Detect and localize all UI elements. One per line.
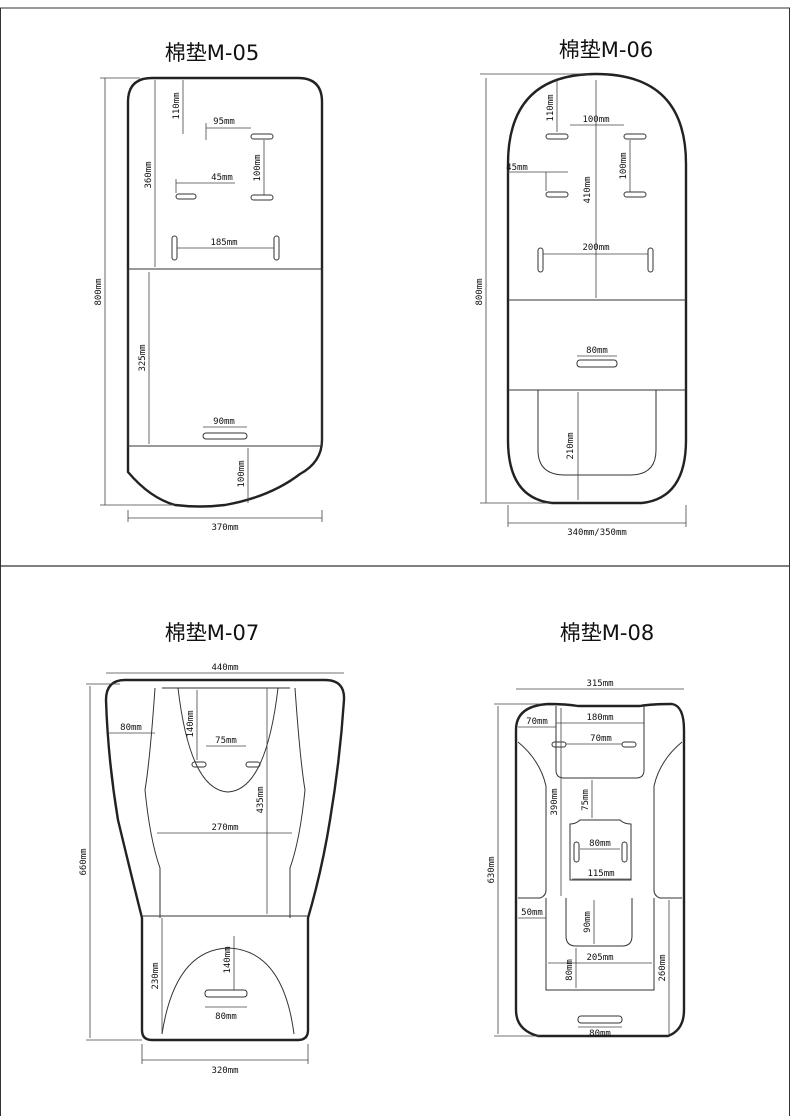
pad-m08-dim-205: 205mm [586, 953, 613, 963]
pad-m06-dim-100b: 100mm [619, 152, 629, 179]
pad-m08-dim-390: 390mm [550, 788, 560, 815]
pad-m06-dim-800: 800mm [475, 278, 485, 305]
pad-m07-dim-75: 75mm [215, 736, 237, 746]
pad-m08-slot [573, 841, 580, 863]
pad-m05-dim-360: 360mm [144, 161, 154, 188]
pad-m08-lower-frame [545, 898, 655, 991]
pad-m05-slot [250, 194, 274, 201]
pad-m06-dim-110: 110mm [546, 94, 556, 121]
pad-m05-dim-370: 370mm [211, 523, 238, 533]
pad-m07-dim-320: 320mm [211, 1066, 238, 1076]
pad-m08-title: 棉垫M-08 [560, 621, 654, 645]
pad-m05-slot [250, 133, 274, 140]
pad-m05-dim-100b: 100mm [237, 460, 247, 487]
pad-m08-slot [577, 1015, 623, 1024]
pad-m06-dim-80: 80mm [586, 346, 608, 356]
pad-m06-dim-45: 45mm [506, 163, 528, 173]
pad-m08-left-seam [517, 741, 547, 899]
pad-m05-slot [273, 235, 280, 261]
pad-m06-lower-pocket [537, 390, 657, 476]
pad-m07-dim-435: 435mm [256, 786, 266, 813]
pad-m05-dim-185: 185mm [210, 238, 237, 248]
pad-m07-dim-80: 80mm [120, 723, 142, 733]
pad-m07-dim-270: 270mm [211, 823, 238, 833]
pad-m05-slot [171, 235, 178, 261]
pad-m08-slot [621, 741, 637, 748]
pad-m06-slot [623, 191, 647, 198]
pad-m07-right-seam [289, 687, 306, 918]
pad-m07-slot [191, 761, 207, 768]
pad-m07-dim-80b: 80mm [215, 1012, 237, 1022]
pad-m08-dim-315: 315mm [586, 679, 613, 689]
pad-m06-slot [647, 247, 654, 273]
pad-m06: 棉垫M-06 800mm 110mm 100mm 410mm 45mm 100m… [475, 38, 688, 538]
pad-m08-dim-70b: 70mm [590, 734, 612, 744]
pad-m05-outline [126, 76, 324, 508]
pad-m07-title: 棉垫M-07 [165, 621, 259, 645]
pad-m07-dim-440: 440mm [211, 663, 238, 673]
pad-m08-outline [514, 702, 686, 1038]
pad-m05-middle-panel [127, 268, 323, 447]
pad-m05-title: 棉垫M-05 [165, 41, 259, 65]
pad-m06-title: 棉垫M-06 [559, 38, 653, 62]
pad-m08-dim-180: 180mm [586, 713, 613, 723]
pad-m07-outline [104, 678, 346, 1042]
pad-m08-dim-80b: 80mm [565, 959, 575, 981]
pad-m06-dim-410: 410mm [583, 176, 593, 203]
pad-m06-slot [545, 133, 569, 140]
pad-m07-dim-140a: 140mm [186, 710, 196, 737]
pad-m06-slot [545, 191, 569, 198]
pad-m07-dim-140b: 140mm [223, 946, 233, 973]
pad-m07-lower-cutout [161, 947, 295, 1035]
pad-m05-dim-800: 800mm [94, 278, 104, 305]
pad-m08-inner-pocket [565, 898, 633, 947]
pad-m08: 棉垫M-08 315mm 630mm 70mm 180mm 70mm 390mm… [487, 621, 686, 1039]
pad-m06-outline [506, 72, 688, 505]
pad-m06-dim-200: 200mm [582, 243, 609, 253]
pad-m06-slot [576, 359, 618, 368]
pad-m08-right-seam [653, 741, 683, 899]
pad-m07-dim-230: 230mm [151, 962, 161, 989]
pad-m08-center-window [569, 819, 632, 881]
pad-m08-dim-260: 260mm [658, 954, 668, 981]
pad-m08-top-pocket [555, 706, 645, 779]
pad-m05-slot [175, 193, 197, 200]
pad-m05-dim-90: 90mm [213, 417, 235, 427]
pad-m08-dim-80a: 80mm [589, 839, 611, 849]
pad-m08-slot [551, 741, 567, 748]
pad-m06-dim-340: 340mm/350mm [567, 528, 627, 538]
pad-m08-dim-50: 50mm [521, 908, 543, 918]
pad-m07-head-cutout [177, 687, 279, 793]
pad-m05-dim-325: 325mm [138, 344, 148, 371]
pad-m08-dim-115: 115mm [587, 869, 614, 879]
pad-m08-dim-630: 630mm [487, 856, 497, 883]
pad-m05-dim-45: 45mm [211, 173, 233, 183]
pad-m07-dim-660: 660mm [79, 848, 89, 875]
pad-m06-slot [623, 133, 647, 140]
pad-m05-dim-95: 95mm [213, 117, 235, 127]
pad-m05-dim-100: 100mm [253, 154, 263, 181]
pad-m05: 棉垫M-05 800mm 360mm 110mm 95mm 100mm 45mm… [94, 41, 324, 533]
pad-m08-dim-70a: 70mm [526, 717, 548, 727]
pad-m06-slot [537, 247, 544, 273]
pad-m08-dim-75: 75mm [581, 789, 591, 811]
pad-m07-slot [204, 989, 248, 998]
pad-m05-bottom-slot [202, 432, 248, 440]
pad-m08-slot [621, 841, 628, 863]
pad-m08-dim-80c: 80mm [589, 1029, 611, 1039]
pad-m06-dim-210: 210mm [566, 432, 576, 459]
pad-m07: 棉垫M-07 440mm 660mm 80mm 140mm 75mm 435mm… [79, 621, 346, 1076]
pad-m07-slot [245, 761, 261, 768]
pad-m08-dim-90: 90mm [583, 911, 593, 933]
pad-m05-dim-110: 110mm [172, 92, 182, 119]
pad-m07-left-seam [144, 687, 161, 918]
